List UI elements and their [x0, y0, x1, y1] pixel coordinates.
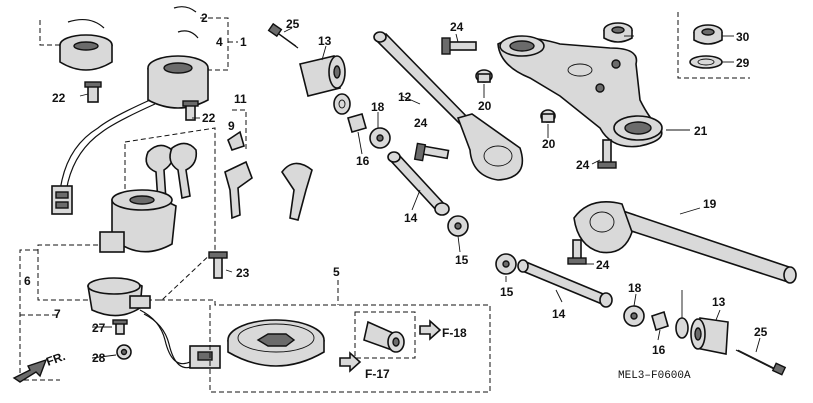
nut-30	[693, 24, 723, 45]
callout-18-top[interactable]: 18	[371, 100, 385, 114]
gear-15-top	[447, 215, 469, 237]
callout-30[interactable]: 30	[736, 30, 750, 44]
bolt-24-c	[597, 139, 617, 169]
callout-1[interactable]: 1	[240, 35, 247, 49]
screw-23	[208, 251, 228, 279]
callout-15-bottom[interactable]: 15	[500, 285, 514, 299]
top-bridge-21	[497, 35, 663, 148]
callout-20-a[interactable]: 20	[478, 99, 492, 113]
harness-upper	[59, 99, 151, 191]
screw-22-left	[84, 81, 102, 103]
callout-16-bottom[interactable]: 16	[652, 343, 666, 357]
bolt-25-bottom	[735, 349, 787, 376]
washer-bottom	[675, 317, 689, 339]
clip-4	[177, 30, 199, 39]
handlebar-19	[573, 201, 797, 284]
callouts: 2 4 1 22 22 11 9 23 6 7 27 28 5 25 13 12…	[24, 11, 768, 365]
frame-5	[160, 299, 491, 393]
connector-upper	[51, 185, 73, 215]
washer-top	[333, 93, 351, 115]
bracket-9-11	[232, 109, 247, 150]
handlebar-12	[373, 31, 524, 181]
callout-14-top[interactable]: 14	[404, 211, 418, 225]
callout-22-left[interactable]: 22	[52, 91, 66, 105]
callout-24-b[interactable]: 24	[450, 20, 464, 34]
fuel-cap	[227, 319, 325, 367]
leader-lines	[79, 27, 761, 353]
bolt-24-a	[413, 142, 450, 162]
callout-11[interactable]: 11	[234, 92, 247, 106]
callout-24-a[interactable]: 24	[414, 116, 428, 130]
diagram-code: MEL3–F0600A	[618, 370, 691, 382]
callout-27[interactable]: 27	[92, 321, 106, 335]
callout-6[interactable]: 6	[24, 274, 31, 288]
callout-25-top[interactable]: 25	[286, 17, 300, 31]
callout-14-bottom[interactable]: 14	[552, 307, 566, 321]
grip-end-13-bottom	[690, 317, 729, 355]
callout-7[interactable]: 7	[54, 307, 61, 321]
ignition-switch	[147, 55, 209, 109]
bolt-25-top	[267, 22, 299, 49]
callout-25-bottom[interactable]: 25	[754, 325, 768, 339]
callout-28[interactable]: 28	[92, 351, 106, 365]
keys	[145, 142, 198, 204]
lock-body	[99, 189, 177, 253]
callout-19[interactable]: 19	[703, 197, 717, 211]
key-blank-11	[281, 162, 313, 221]
nut-28	[116, 344, 132, 360]
gear-18-top	[369, 127, 391, 149]
nut-30-top	[603, 22, 633, 43]
callout-18-bottom[interactable]: 18	[628, 281, 642, 295]
callout-23[interactable]: 23	[236, 266, 250, 280]
tag-9	[227, 130, 245, 151]
gear-15-bottom	[495, 253, 517, 275]
gear-18-bottom	[623, 305, 645, 327]
callout-5[interactable]: 5	[333, 265, 340, 279]
washer-29	[689, 55, 723, 69]
key-blank-9	[224, 160, 253, 220]
key-cylinder-small	[363, 320, 405, 353]
frame-29-30	[677, 12, 750, 79]
callout-22-right[interactable]: 22	[202, 111, 216, 125]
frame-f17	[354, 311, 416, 359]
screw-22-right	[182, 100, 199, 121]
callout-13-bottom[interactable]: 13	[712, 295, 726, 309]
ref-f18[interactable]: F-18	[442, 326, 467, 340]
harness-lower	[139, 309, 191, 365]
bolt-24-d	[567, 239, 587, 265]
bolt-24-b	[441, 37, 477, 55]
callout-21[interactable]: 21	[694, 124, 708, 138]
callout-20-b[interactable]: 20	[542, 137, 556, 151]
snap-ring-left	[67, 18, 105, 29]
callout-2[interactable]: 2	[201, 11, 208, 25]
callout-15-top[interactable]: 15	[455, 253, 469, 267]
collar-16-top	[347, 113, 367, 133]
shaft-14-bottom	[517, 259, 613, 308]
shaft-14-top	[387, 151, 450, 216]
collar-16-bottom	[651, 310, 669, 332]
arrow-f18	[419, 319, 442, 341]
callout-24-d[interactable]: 24	[596, 258, 610, 272]
grip-end-13-top	[299, 55, 346, 97]
clip-2	[173, 6, 197, 13]
callout-16-top[interactable]: 16	[356, 154, 370, 168]
screw-27	[112, 319, 128, 335]
callout-24-c[interactable]: 24	[576, 158, 590, 172]
cap-20-a	[475, 69, 493, 83]
cap-20-b	[540, 109, 556, 123]
ref-f17[interactable]: F-17	[365, 367, 390, 381]
front-arrow	[12, 358, 48, 383]
key-cylinder-cover	[59, 34, 113, 71]
callout-13-top[interactable]: 13	[318, 34, 332, 48]
connector-lower	[189, 345, 221, 369]
callout-29[interactable]: 29	[736, 56, 750, 70]
callout-4[interactable]: 4	[216, 35, 223, 49]
callout-9[interactable]: 9	[228, 119, 235, 133]
front-label: FR.	[44, 349, 67, 369]
callout-12[interactable]: 12	[398, 90, 412, 104]
arrow-f17	[339, 351, 362, 373]
switch-lower	[87, 277, 151, 317]
